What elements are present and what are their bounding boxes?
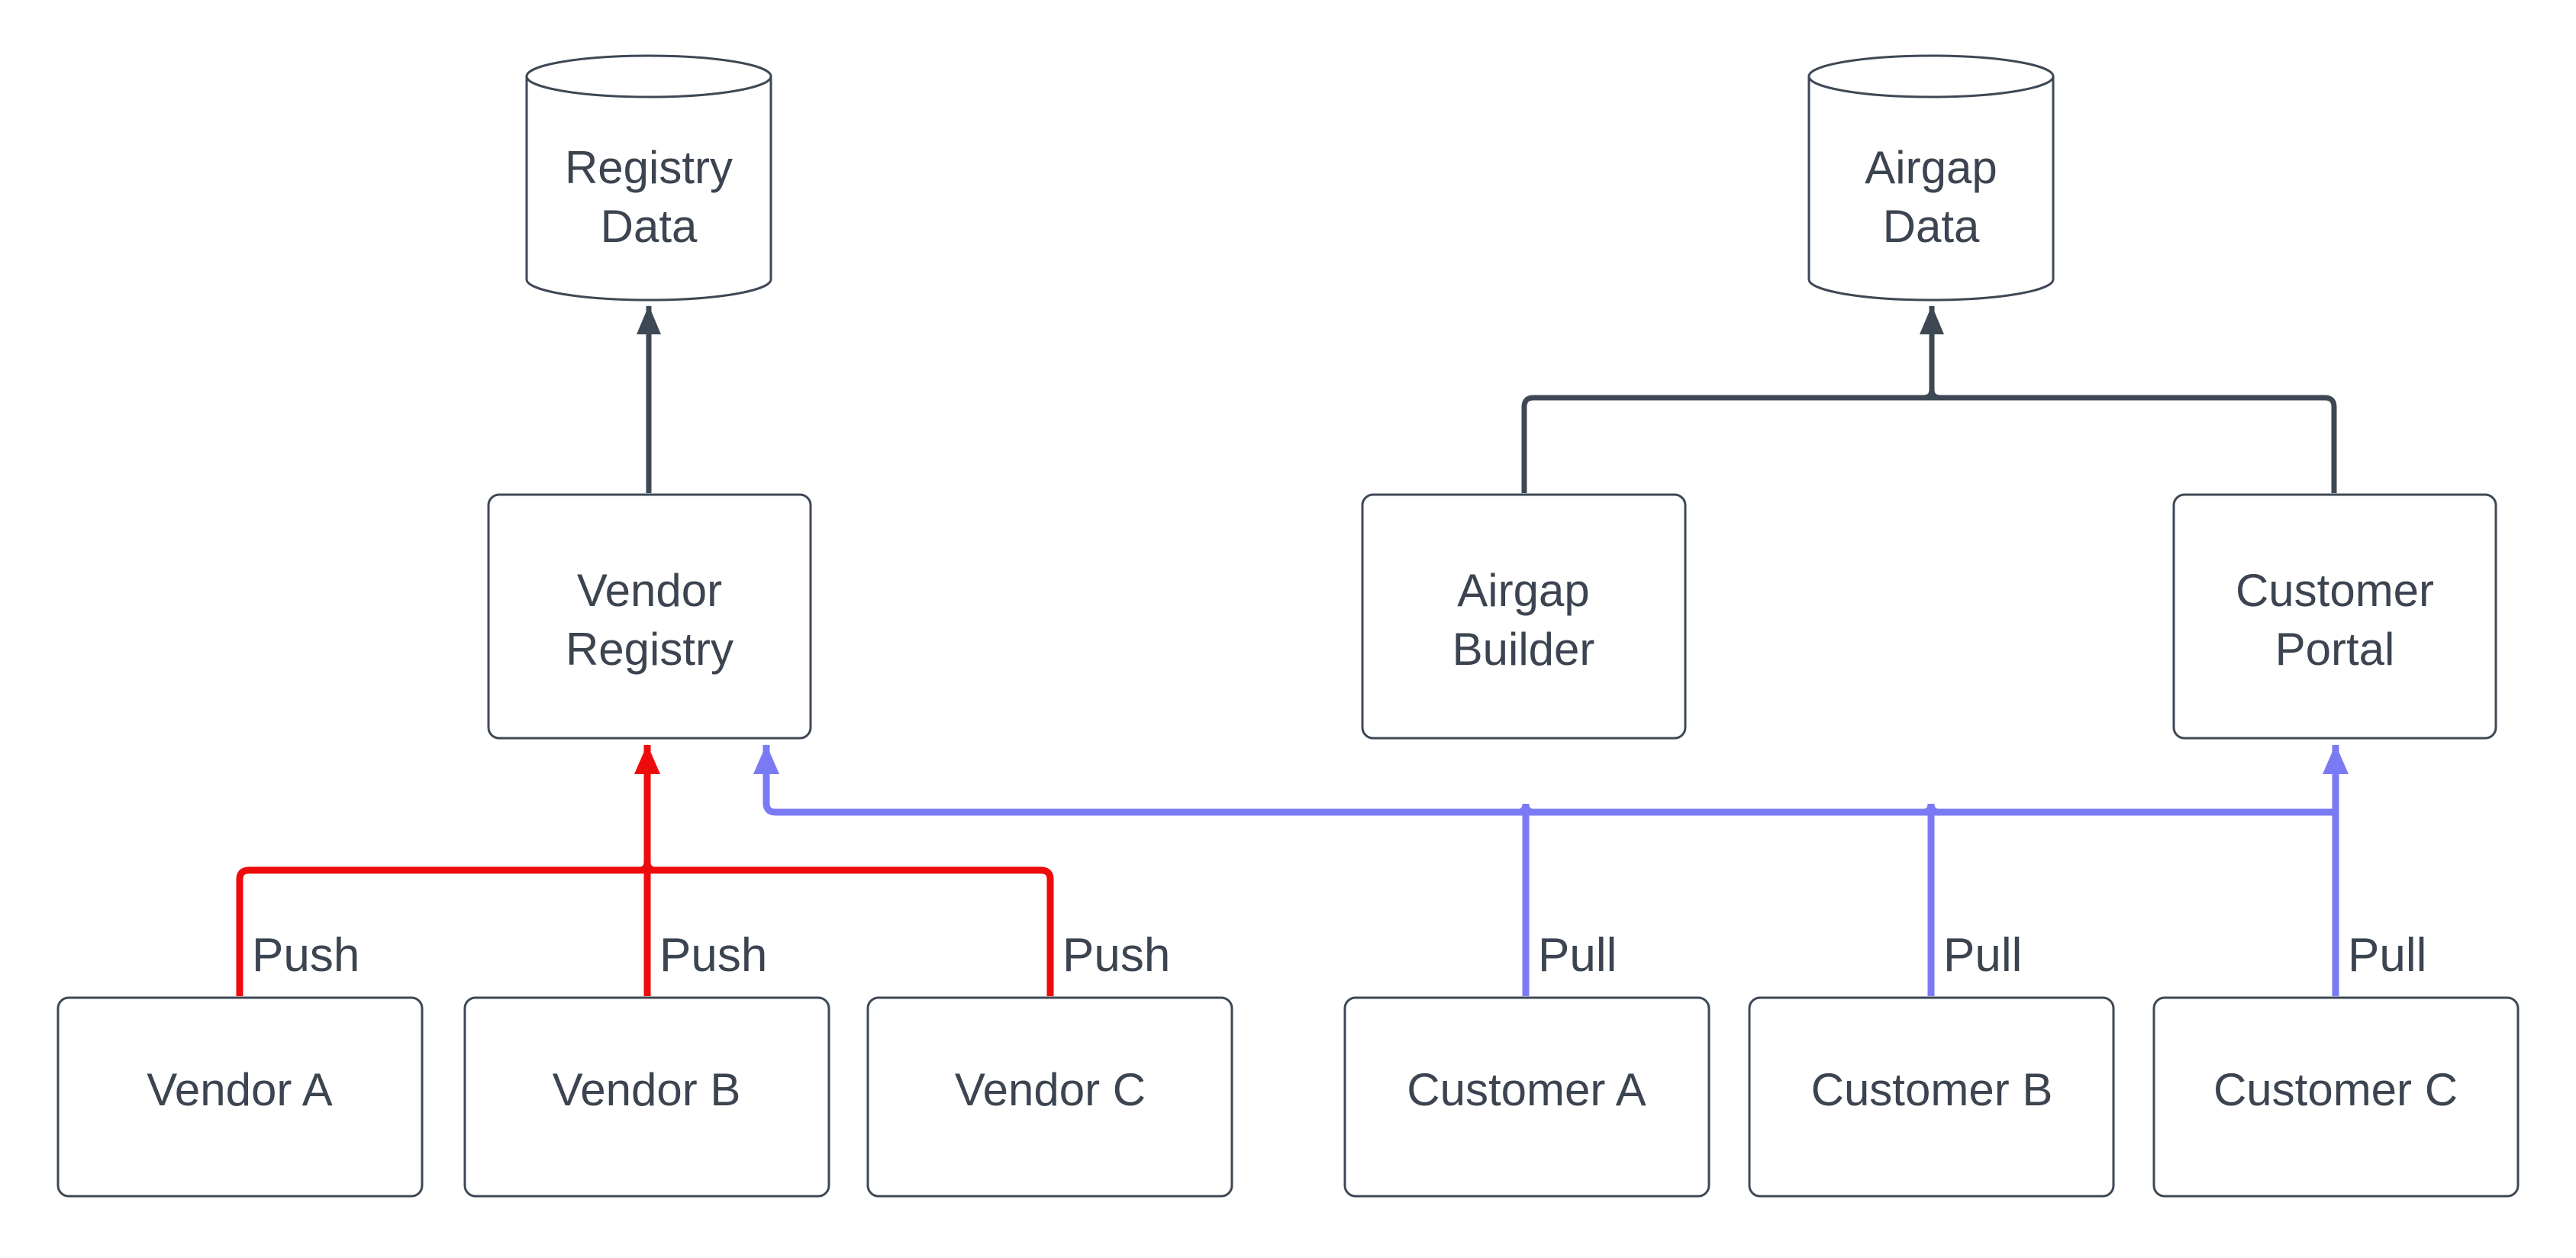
- node-vendor-c: [866, 996, 1233, 1198]
- airgap-data-cylinder-body: [1807, 54, 2055, 302]
- pull-edges: [753, 744, 2349, 996]
- junction-fillet-pull-a: [1517, 803, 1535, 816]
- customer-portal-label-line2: Portal: [2275, 624, 2395, 675]
- vendor-c-label: Vendor C: [955, 1064, 1146, 1115]
- push-edges: [236, 744, 1054, 996]
- airgap-builder-label-line1: Airgap: [1457, 565, 1589, 616]
- customer-a-label: Customer A: [1407, 1064, 1646, 1115]
- pull-label-customer-a: Pull: [1538, 929, 1617, 982]
- node-vendor-registry: [487, 493, 812, 740]
- airgap-builder-label-line2: Builder: [1452, 624, 1595, 675]
- airgap-data-label-line2: Data: [1883, 201, 1980, 252]
- edge-pull-bus-to-vendor-registry: [753, 744, 2336, 816]
- edge-labels: Push Push Push Pull Pull Pull: [252, 929, 2426, 982]
- node-vendor-b: [463, 996, 830, 1198]
- node-labels: Registry Data Airgap Data Vendor Registr…: [147, 142, 2458, 1115]
- push-label-vendor-c: Push: [1062, 929, 1170, 982]
- registry-data-cylinder-body: [525, 54, 772, 302]
- node-customer-c: [2152, 996, 2520, 1198]
- dark-edges: [637, 305, 2337, 493]
- pull-label-customer-c: Pull: [2348, 929, 2426, 982]
- airgap-data-label-line1: Airgap: [1865, 142, 1997, 193]
- registry-data-label-line2: Data: [601, 201, 698, 252]
- registry-data-label-line1: Registry: [565, 142, 733, 193]
- node-customer-portal: [2172, 493, 2497, 740]
- pull-label-customer-b: Pull: [1943, 929, 2022, 982]
- push-label-vendor-b: Push: [659, 929, 767, 982]
- node-airgap-data: [1807, 54, 2055, 302]
- customer-portal-label-line1: Customer: [2236, 565, 2434, 616]
- push-label-vendor-a: Push: [252, 929, 359, 982]
- vendor-registry-label-line1: Vendor: [577, 565, 722, 616]
- customer-c-label: Customer C: [2213, 1064, 2458, 1115]
- node-vendor-a: [56, 996, 424, 1198]
- vendor-registry-label-line2: Registry: [566, 624, 733, 675]
- vendor-b-label: Vendor B: [553, 1064, 741, 1115]
- node-customer-b: [1748, 996, 2115, 1198]
- node-airgap-builder: [1361, 493, 1687, 740]
- customer-b-label: Customer B: [1811, 1064, 2053, 1115]
- node-customer-a: [1343, 996, 1710, 1198]
- node-shapes: [56, 54, 2520, 1198]
- junction-fillet-pull-b: [1922, 803, 1940, 816]
- junction-fillet-push: [638, 861, 656, 874]
- node-registry-data: [525, 54, 772, 302]
- registry-data-cylinder-rim: [525, 76, 772, 98]
- junction-fillet-airgap: [1923, 389, 1941, 401]
- airgap-data-cylinder-rim: [1807, 76, 2055, 98]
- vendor-a-label: Vendor A: [147, 1064, 333, 1115]
